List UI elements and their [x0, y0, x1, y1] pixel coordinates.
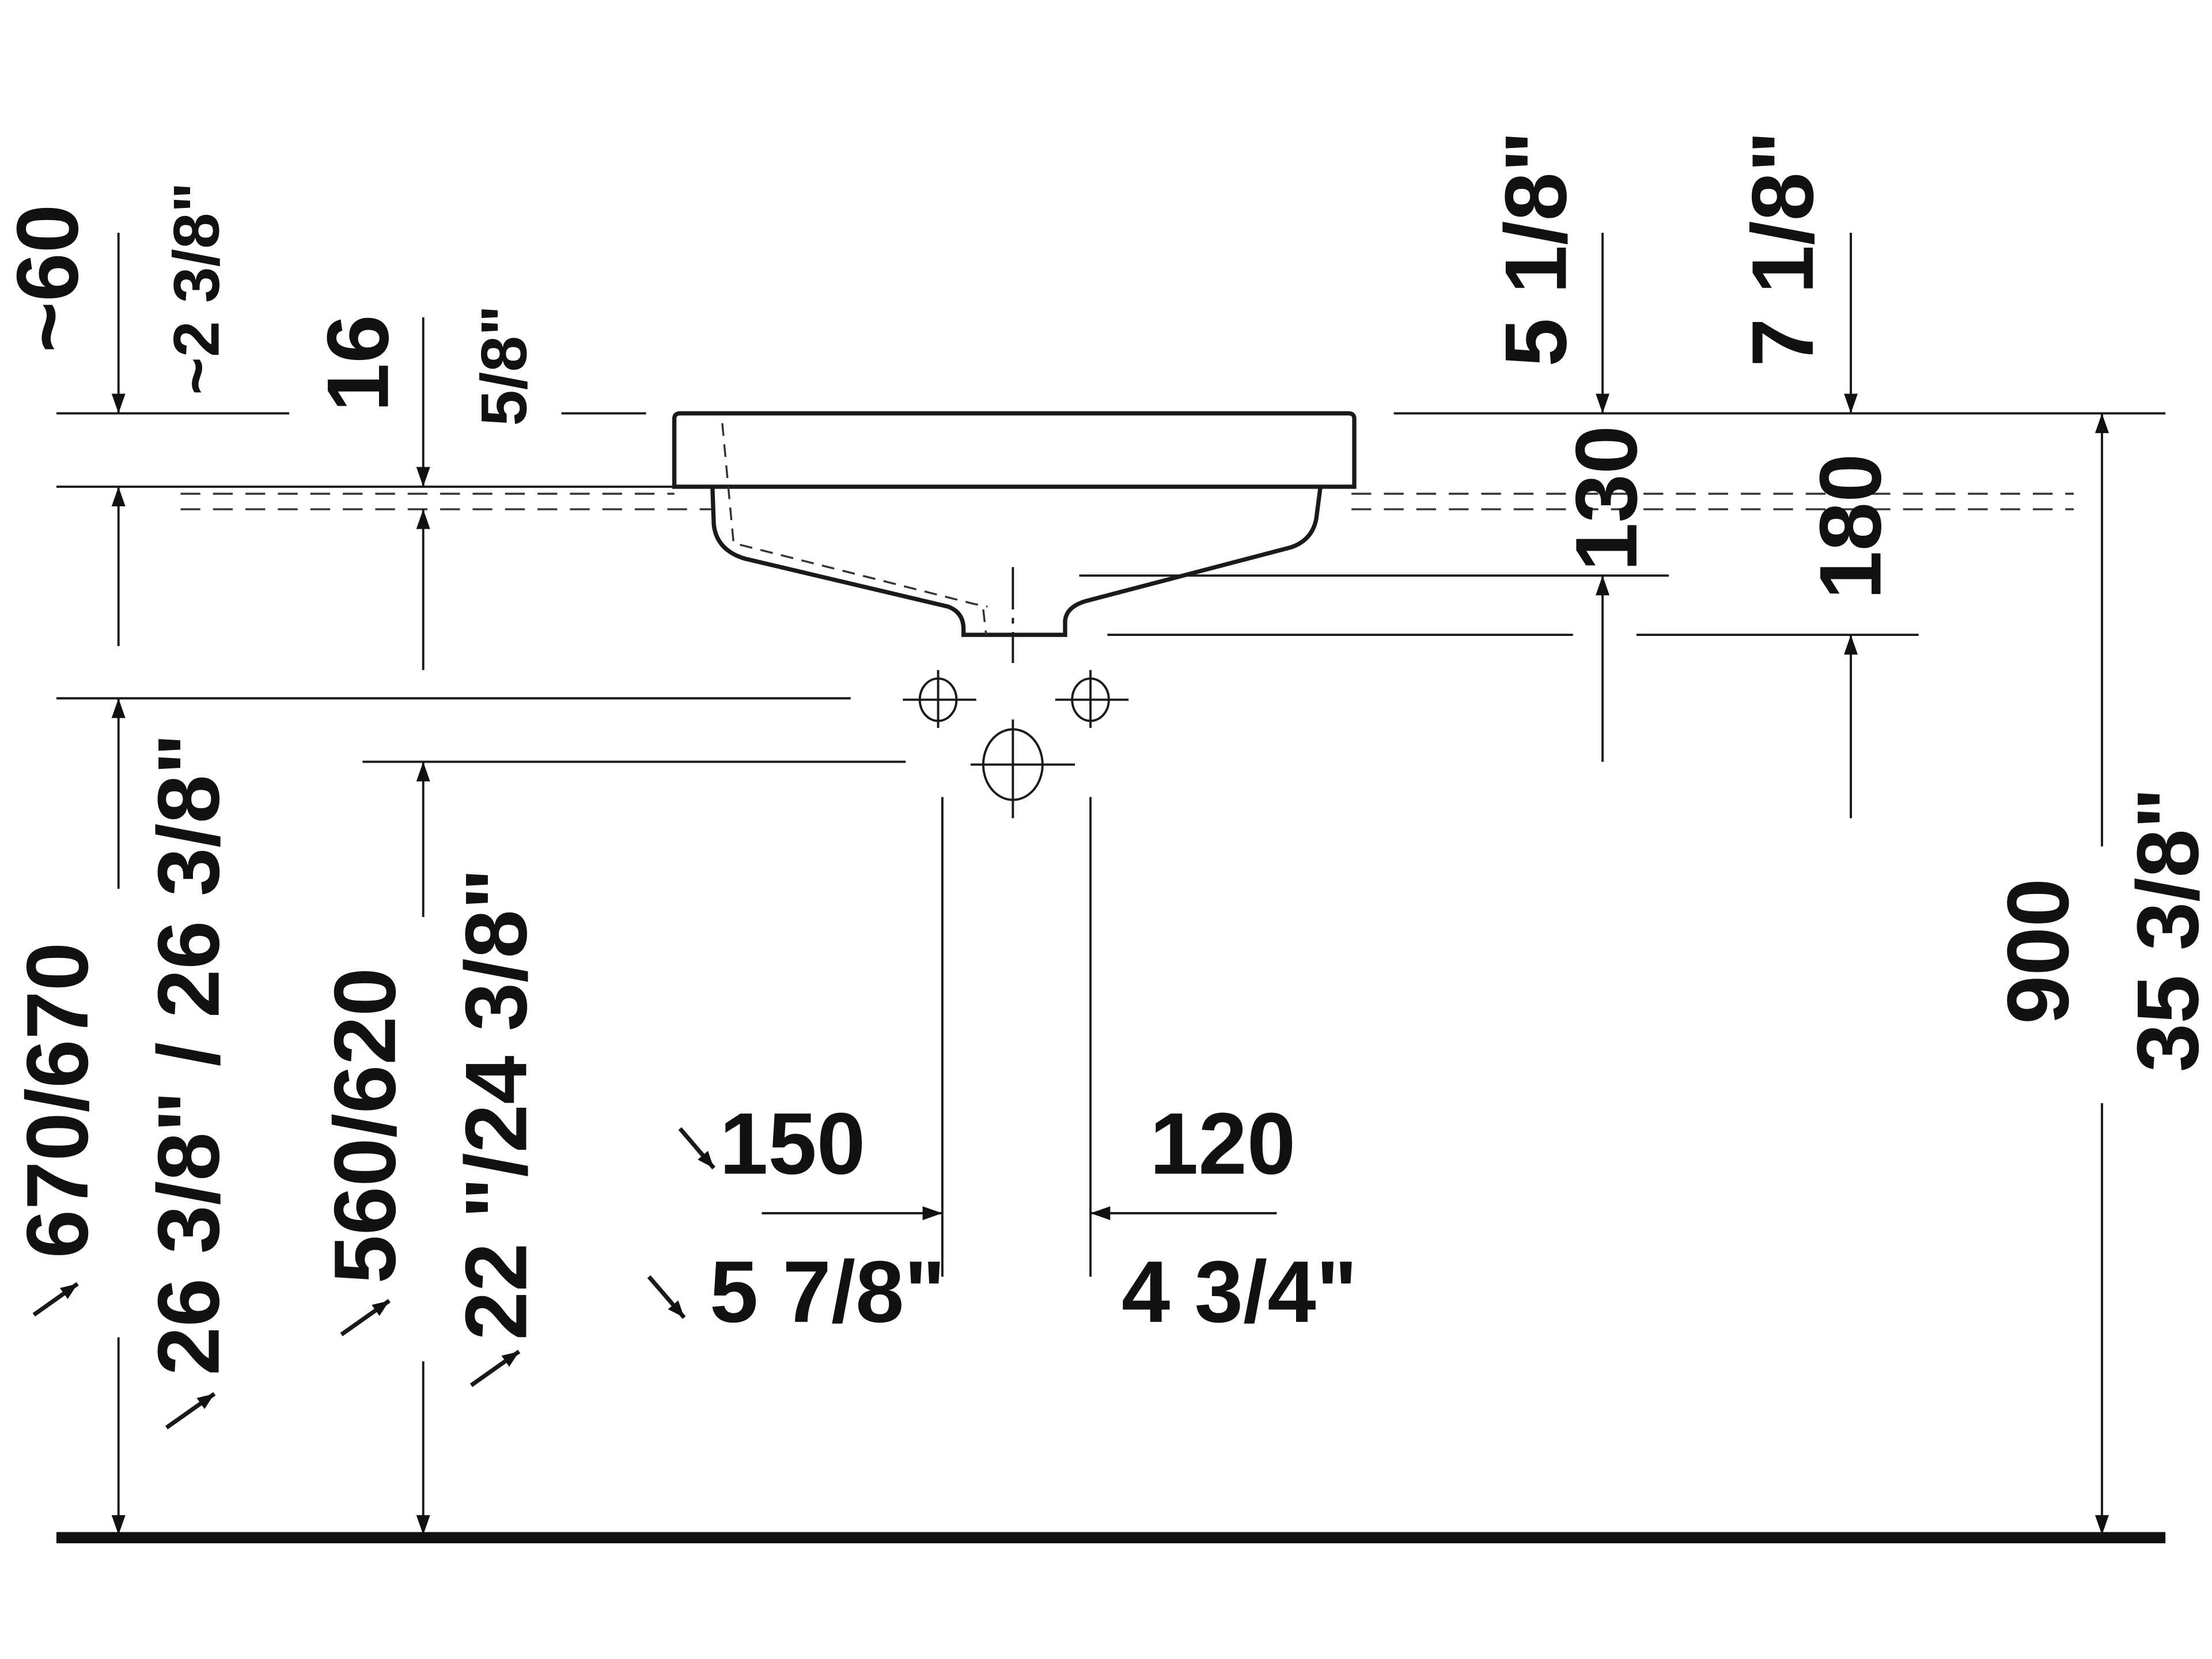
label-supply-height-mm: 670/670 — [9, 942, 107, 1259]
label-top-clearance-mm: ~60 — [0, 204, 97, 353]
dimension-arrows — [32, 233, 2109, 1535]
label-top-clearance-in: ~2 3/8" — [160, 182, 233, 395]
label-drain-depth-in: 5 1/8" — [1487, 131, 1585, 367]
label-total-height-mm: 900 — [1990, 878, 2087, 1024]
reference-lines — [56, 412, 2166, 1277]
drain-outlet-hole — [970, 719, 1075, 819]
label-right-offset-mm: 120 — [1150, 1096, 1296, 1193]
label-rim-thickness-mm: 16 — [309, 315, 407, 412]
label-outlet-depth-mm: 180 — [1802, 453, 1899, 599]
label-right-offset-in: 4 3/4" — [1122, 1244, 1358, 1341]
label-total-height-in: 35 3/8" — [2120, 787, 2212, 1072]
dimension-labels: ~60 ~2 3/8" 16 5/8" 5 1/8" 130 7 1/8" 18… — [0, 131, 2212, 1376]
label-rim-thickness-in: 5/8" — [467, 305, 540, 426]
label-drain-height-in: 22 "/24 3/8" — [448, 868, 545, 1340]
valve-hole-left — [903, 670, 976, 728]
label-supply-height-in: 26 3/8" / 26 3/8" — [141, 733, 238, 1376]
label-drain-height-mm: 560/620 — [317, 968, 414, 1284]
valve-hole-right — [1055, 670, 1129, 728]
label-left-offset-mm: 150 — [719, 1096, 865, 1193]
label-drain-depth-mm: 130 — [1558, 426, 1656, 571]
label-outlet-depth-in: 7 1/8" — [1734, 131, 1832, 367]
sink-body — [672, 411, 1357, 664]
label-left-offset-in: 5 7/8" — [710, 1244, 946, 1341]
